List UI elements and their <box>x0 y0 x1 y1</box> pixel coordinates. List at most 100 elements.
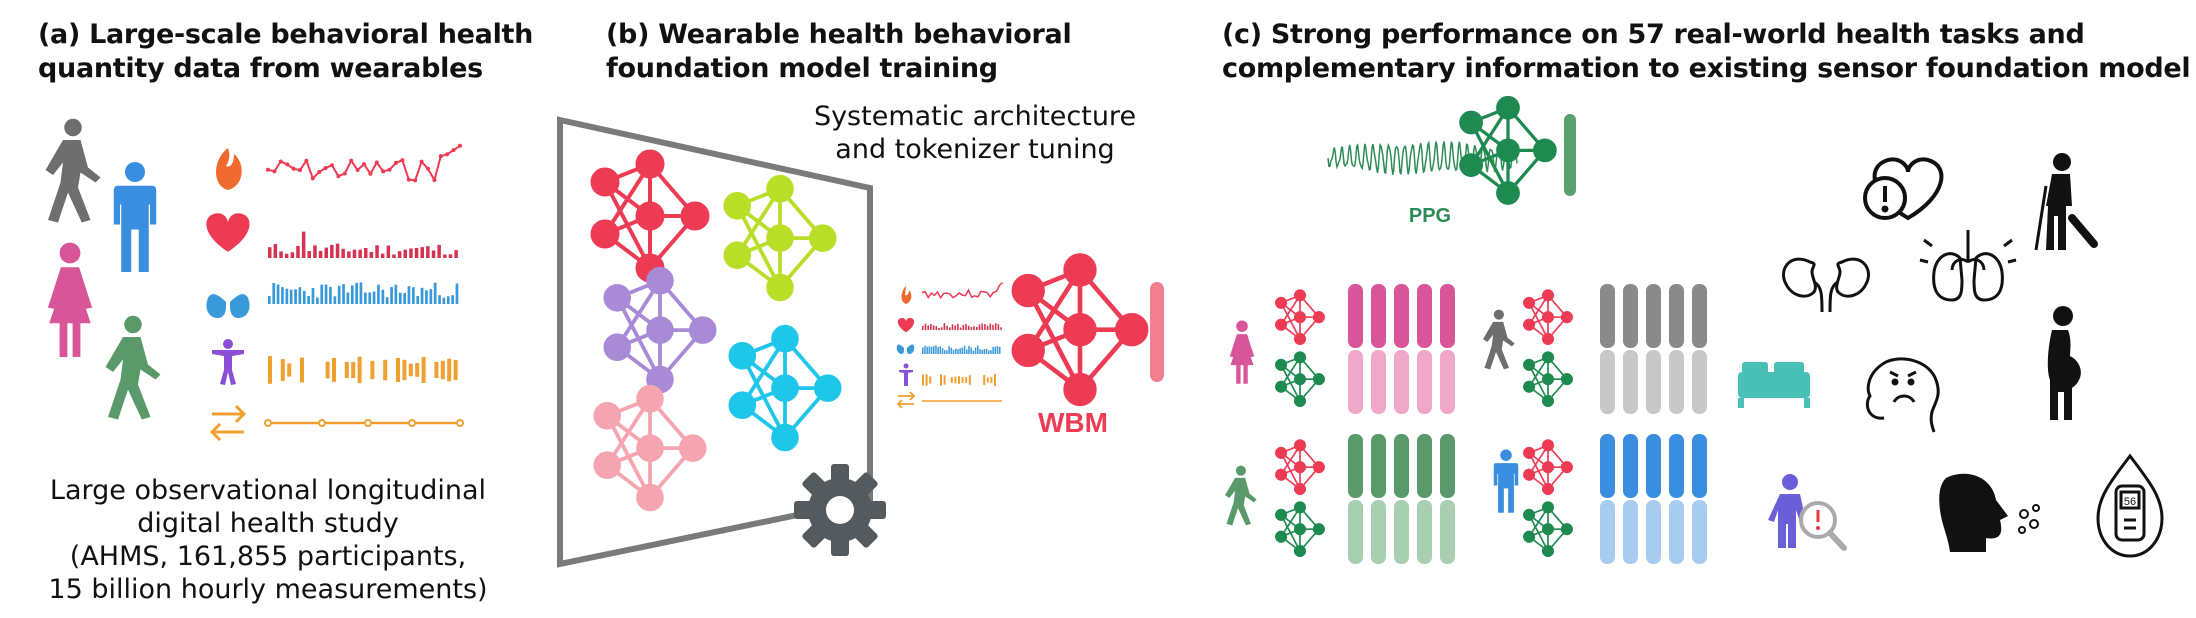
embedding-token-light <box>1371 350 1386 414</box>
wbm-label: WBM <box>1038 407 1108 438</box>
embedding-token-dark <box>1623 284 1638 348</box>
embedding-group-1 <box>1229 284 1455 414</box>
embedding-token-light <box>1371 500 1386 564</box>
embedding-token-light <box>1600 350 1615 414</box>
glucose-meter-icon: 56 <box>2096 453 2164 558</box>
caption-line1: Large observational longitudinal <box>49 475 487 506</box>
lungs-icon <box>206 290 250 318</box>
embedding-token-light <box>1669 500 1684 564</box>
caption-line3: (AHMS, 161,855 participants, <box>69 541 467 572</box>
heart-rate-bars <box>268 231 458 258</box>
embedding-token-light <box>1692 500 1707 564</box>
pregnant-icon <box>2047 306 2081 420</box>
mini-bars <box>922 323 1002 386</box>
embedding-token-dark <box>1600 434 1615 498</box>
embedding-token-light <box>1692 350 1707 414</box>
bed-icon <box>1738 362 1810 408</box>
embedding-token-dark <box>1394 284 1409 348</box>
embedding-token-dark <box>1669 434 1684 498</box>
ppg-network-mini <box>1522 350 1574 408</box>
network-light-pink <box>592 383 708 513</box>
embedding-token-light <box>1394 500 1409 564</box>
panel-a-title-line2: quantity data from wearables <box>38 53 483 84</box>
embedding-token-light <box>1417 350 1432 414</box>
ppg-network-mini <box>1274 500 1326 558</box>
group-person-icon <box>1225 465 1257 526</box>
caption-line4: 15 billion hourly measurements) <box>48 574 488 605</box>
gear-icon <box>794 464 886 556</box>
panel-b-title-line1: (b) Wearable health behavioral <box>606 19 1072 50</box>
embedding-token-light <box>1600 500 1615 564</box>
embedding-token-light <box>1623 350 1638 414</box>
mobility-trace <box>264 419 464 427</box>
embedding-token-light <box>1348 350 1363 414</box>
embedding-token-dark <box>1371 284 1386 348</box>
group-person-icon <box>1483 309 1515 370</box>
wbm-network-mini <box>1274 438 1326 496</box>
tuning-text: Systematic architecture and tokenizer tu… <box>765 100 1185 166</box>
person-man-blue <box>113 162 157 272</box>
embedding-token-light <box>1669 350 1684 414</box>
panel-c-title: (c) Strong performance on 57 real-world … <box>1222 18 2191 86</box>
ppg-label: PPG <box>1409 205 1451 227</box>
embedding-token-dark <box>1600 284 1615 348</box>
embedding-groups <box>1225 284 1707 564</box>
embedding-token-light <box>1394 350 1409 414</box>
network-cyan <box>727 323 843 453</box>
person-woman-pink <box>47 242 93 357</box>
arrows-icon <box>209 404 247 442</box>
hr-trace <box>266 143 462 183</box>
embedding-token-light <box>1440 350 1455 414</box>
embedding-token-dark <box>1692 284 1707 348</box>
ppg-network-mini <box>1522 500 1574 558</box>
group-person-icon <box>1493 449 1519 513</box>
network-red <box>589 148 711 284</box>
wbm-network <box>1012 254 1148 406</box>
embedding-token-dark <box>1371 434 1386 498</box>
embedding-token-dark <box>1646 434 1661 498</box>
person-activity-icon <box>212 339 244 385</box>
panel-b-title: (b) Wearable health behavioral foundatio… <box>606 18 1072 86</box>
tuning-line2: and tokenizer tuning <box>835 134 1115 165</box>
network-lime <box>722 173 838 303</box>
ppg-embedding-bar <box>1564 114 1576 196</box>
panel-c-title-line2: complementary information to existing se… <box>1222 53 2191 84</box>
embedding-token-light <box>1623 500 1638 564</box>
embedding-token-dark <box>1440 284 1455 348</box>
mini-signal-icons <box>896 286 916 409</box>
panel-a-title-line1: (a) Large-scale behavioral health <box>38 19 534 50</box>
embedding-group-3 <box>1225 434 1455 564</box>
flame-icon <box>216 148 242 190</box>
panel-a-caption: Large observational longitudinal digital… <box>28 474 508 606</box>
tuning-line1: Systematic architecture <box>813 101 1137 132</box>
ppg-network-mini <box>1274 350 1326 408</box>
network-lavender <box>602 265 718 395</box>
embedding-group-2 <box>1483 284 1707 414</box>
embedding-token-light <box>1417 500 1432 564</box>
embedding-token-dark <box>1646 284 1661 348</box>
wbm-embedding-bar <box>1150 282 1164 382</box>
embedding-token-dark <box>1692 434 1707 498</box>
person-walking-green <box>105 315 161 420</box>
embedding-token-dark <box>1417 434 1432 498</box>
crutch-person-icon <box>2034 153 2098 251</box>
embedding-token-dark <box>1417 284 1432 348</box>
wbm-network-mini <box>1274 288 1326 346</box>
embedding-token-dark <box>1669 284 1684 348</box>
embedding-token-light <box>1348 500 1363 564</box>
group-person-icon <box>1229 320 1255 384</box>
cough-icon <box>1939 473 2040 552</box>
embedding-token-dark <box>1440 434 1455 498</box>
mini-hr-trace <box>921 281 1004 300</box>
wbm-network-mini <box>1522 438 1574 496</box>
embedding-token-light <box>1646 500 1661 564</box>
embedding-token-dark <box>1348 284 1363 348</box>
lungs-outline-icon <box>1919 230 2017 302</box>
embedding-token-light <box>1440 500 1455 564</box>
heart-icon <box>206 213 250 252</box>
panel-a-title: (a) Large-scale behavioral health quanti… <box>38 18 533 86</box>
person-walking-gray <box>45 118 101 223</box>
activity-bars <box>268 356 458 384</box>
wbm-network-mini <box>1522 288 1574 346</box>
